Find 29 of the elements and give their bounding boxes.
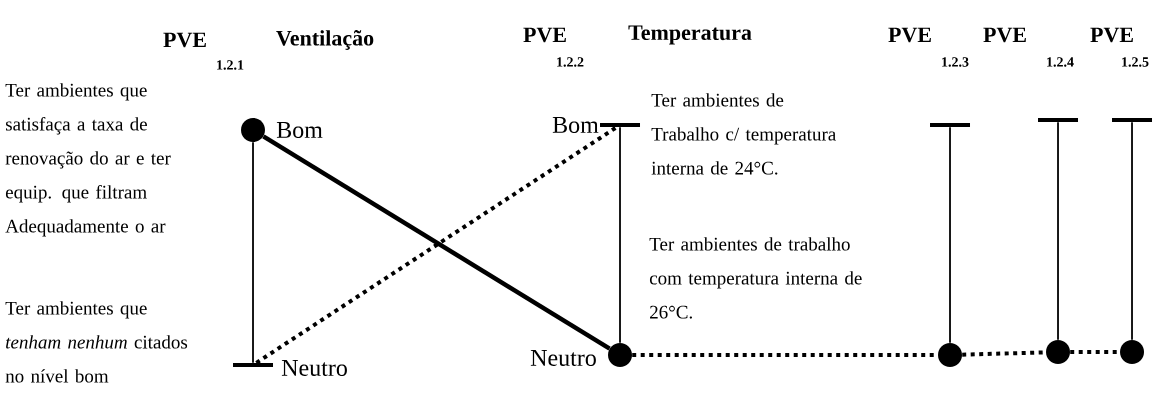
column-number: 1.2.3 <box>942 57 969 67</box>
column-heading: PVE <box>523 27 566 43</box>
bar-marker <box>1038 118 1078 122</box>
connector-line <box>949 126 951 344</box>
dot-marker <box>938 343 962 367</box>
level-label: Neutro <box>530 350 596 366</box>
level-label: Neutro <box>281 360 347 376</box>
column-heading: PVE <box>163 32 206 48</box>
connector-line <box>252 141 254 364</box>
dot-marker <box>1120 340 1144 364</box>
column-heading: PVE <box>888 27 931 43</box>
column-number: 1.2.2 <box>557 57 584 67</box>
bar-marker <box>930 123 970 127</box>
column-heading: PVE <box>983 27 1026 43</box>
connector-line <box>962 350 1046 357</box>
column-number: 1.2.5 <box>1122 57 1149 67</box>
level-label: Bom <box>552 117 599 133</box>
bar-marker <box>1112 118 1152 122</box>
column-number: 1.2.4 <box>1047 57 1074 67</box>
level-label: Bom <box>276 122 323 138</box>
level-description: Ter ambientes que satisfaça a taxa de renovação do ar e ter equip. que filtram Adequadamente o ar <box>5 83 171 237</box>
level-description: Ter ambientes de Trabalho c/ temperatura interna de 24°C. <box>651 93 836 175</box>
dot-marker <box>1046 340 1070 364</box>
connector-line <box>619 126 621 344</box>
connector-line <box>1057 121 1059 341</box>
connector-line <box>1131 121 1133 341</box>
column-number: 1.2.1 <box>217 60 244 70</box>
column-heading: PVE <box>1090 27 1133 43</box>
connector-line <box>1070 350 1120 354</box>
